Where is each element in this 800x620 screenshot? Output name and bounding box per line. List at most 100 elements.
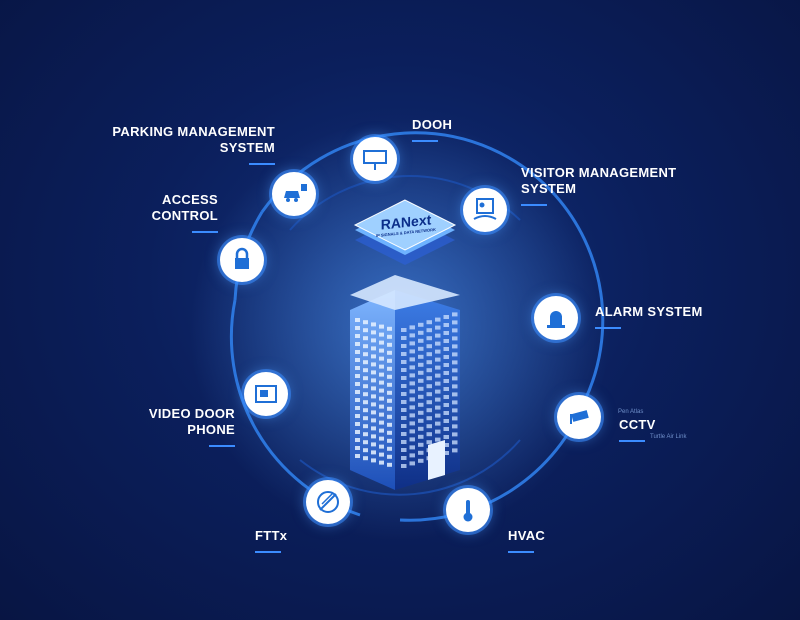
- window: [363, 344, 368, 349]
- window: [379, 356, 384, 361]
- window: [371, 458, 376, 463]
- window: [379, 420, 384, 425]
- window: [371, 442, 376, 447]
- window: [418, 322, 424, 327]
- window: [371, 370, 376, 375]
- window: [363, 400, 368, 405]
- video-phone-node: [244, 372, 288, 416]
- window: [371, 426, 376, 431]
- window: [452, 448, 458, 453]
- window: [379, 444, 384, 449]
- window: [418, 378, 424, 383]
- window: [401, 464, 407, 468]
- window: [355, 390, 360, 394]
- label-parking: PARKING MANAGEMENT SYSTEM: [85, 124, 275, 165]
- window: [355, 366, 360, 370]
- window: [418, 394, 424, 399]
- window: [409, 453, 415, 458]
- window: [401, 328, 407, 332]
- window: [418, 402, 424, 407]
- window: [379, 388, 384, 393]
- window: [401, 360, 407, 364]
- window: [426, 400, 432, 405]
- window: [409, 437, 415, 442]
- id-card-icon: [473, 198, 497, 220]
- window: [387, 422, 392, 427]
- window: [443, 363, 449, 367]
- window: [418, 370, 424, 375]
- window: [426, 440, 432, 445]
- window: [401, 408, 407, 412]
- window: [435, 349, 441, 354]
- window: [452, 336, 458, 341]
- window: [379, 460, 384, 465]
- window: [443, 395, 449, 399]
- window: [355, 382, 360, 386]
- cctv-small-bottom: Turtle Air Link: [650, 434, 687, 440]
- window: [355, 446, 360, 450]
- window: [363, 368, 368, 373]
- window: [355, 358, 360, 362]
- window: [418, 458, 424, 463]
- window: [363, 416, 368, 421]
- window: [452, 376, 458, 381]
- window: [443, 355, 449, 359]
- window: [443, 451, 449, 455]
- window: [426, 328, 432, 333]
- window: [418, 338, 424, 343]
- window: [379, 364, 384, 369]
- window: [452, 440, 458, 445]
- window: [379, 428, 384, 433]
- window: [452, 416, 458, 421]
- window: [387, 430, 392, 435]
- window: [363, 432, 368, 437]
- window: [435, 365, 441, 370]
- window: [363, 336, 368, 341]
- window: [355, 342, 360, 346]
- window: [426, 392, 432, 397]
- window: [371, 322, 376, 327]
- window: [379, 324, 384, 329]
- camera-icon: [570, 410, 589, 424]
- window: [443, 387, 449, 391]
- window: [443, 379, 449, 383]
- window: [426, 384, 432, 389]
- window: [418, 362, 424, 367]
- window: [452, 328, 458, 333]
- window: [409, 333, 415, 338]
- label-hvac: HVAC: [508, 528, 545, 553]
- video-phone-icon: [255, 385, 277, 403]
- window: [387, 390, 392, 395]
- label-alarm: ALARM SYSTEM: [595, 304, 735, 329]
- window: [418, 434, 424, 439]
- window: [363, 384, 368, 389]
- window: [435, 437, 441, 442]
- window: [435, 381, 441, 386]
- label-fttx: FTTx: [255, 528, 287, 553]
- alarm-light-icon: [547, 311, 565, 328]
- alarm-node: [534, 296, 578, 340]
- window: [452, 344, 458, 349]
- window: [401, 424, 407, 428]
- window: [435, 341, 441, 346]
- window: [409, 421, 415, 426]
- window: [401, 456, 407, 460]
- window: [401, 440, 407, 444]
- window: [379, 332, 384, 337]
- window: [387, 462, 392, 467]
- label-dooh: DOOH: [412, 117, 452, 142]
- window: [355, 398, 360, 402]
- dooh-node: [353, 137, 397, 181]
- window: [371, 378, 376, 383]
- window: [426, 368, 432, 373]
- window: [371, 394, 376, 399]
- window: [363, 408, 368, 413]
- window: [355, 406, 360, 410]
- window: [387, 382, 392, 387]
- parking-node: [272, 172, 316, 216]
- window: [435, 389, 441, 394]
- window: [379, 380, 384, 385]
- window: [387, 358, 392, 363]
- window: [452, 392, 458, 397]
